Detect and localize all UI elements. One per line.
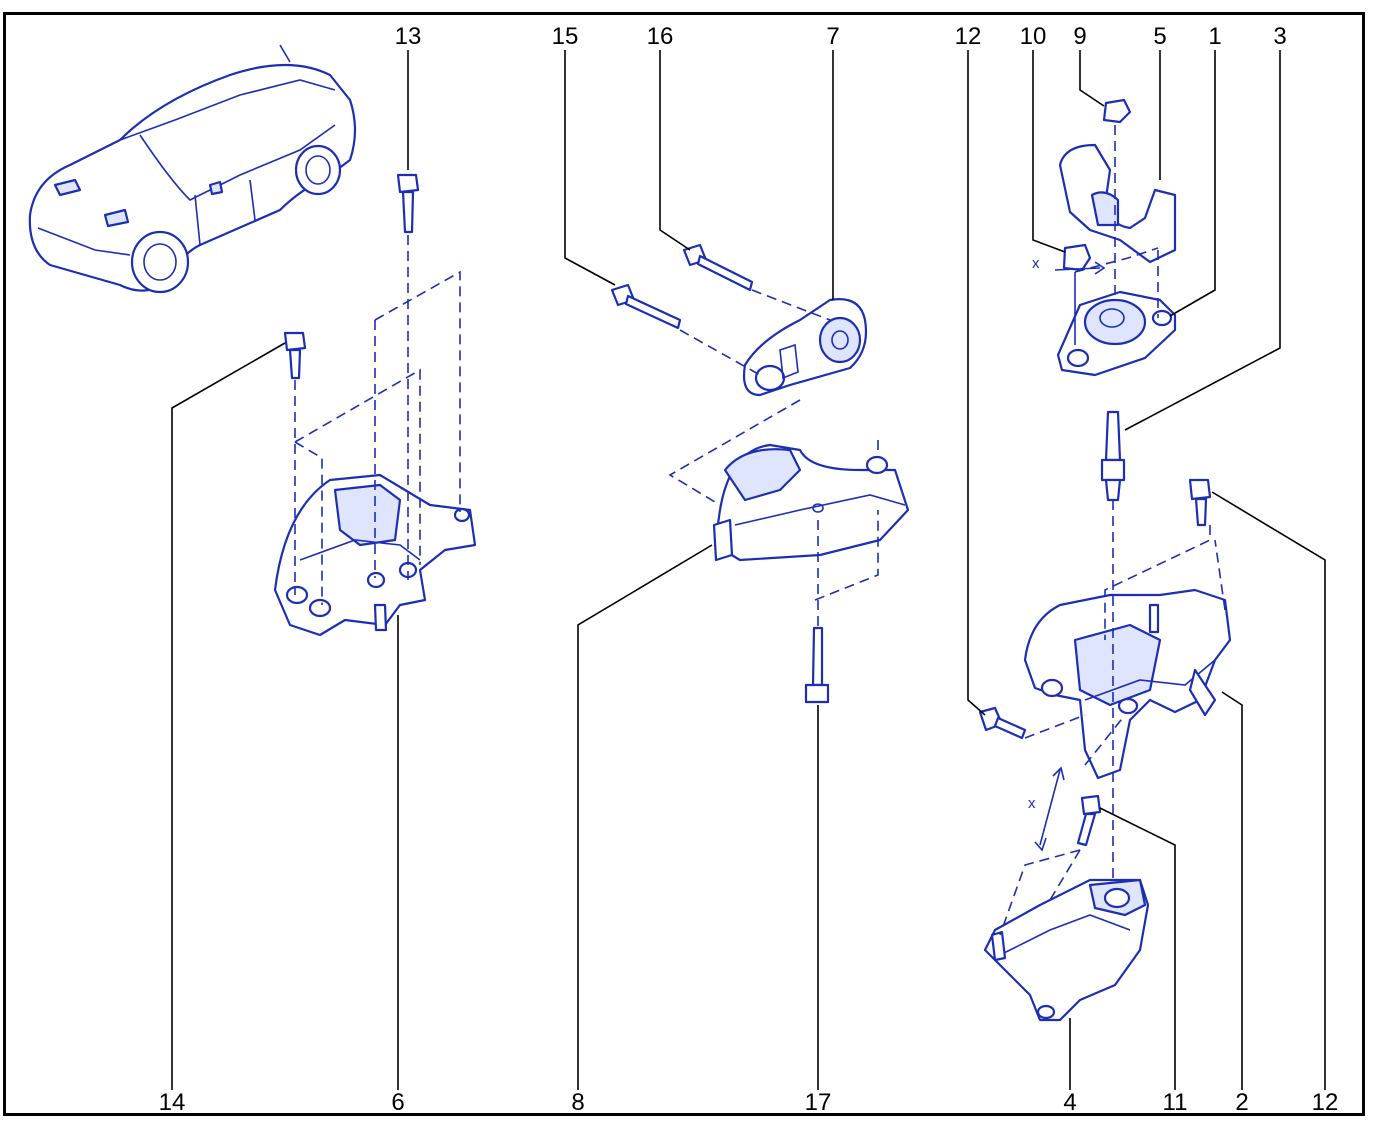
callout-15: 15 xyxy=(552,23,579,50)
part-7-torque-rod xyxy=(742,298,868,397)
callout-1: 1 xyxy=(1208,23,1221,50)
part-2-bracket xyxy=(1023,588,1232,780)
part-11-bolt xyxy=(1076,794,1102,847)
part-12-bolt-left xyxy=(978,706,1027,740)
callout-10: 10 xyxy=(1020,23,1047,50)
part-6-mount-assembly xyxy=(273,473,477,637)
part-2-dashed-guides xyxy=(1024,500,1226,890)
part-14-bolt xyxy=(283,331,307,380)
part-3-stud xyxy=(1100,410,1126,502)
dimension-x-label-top: x xyxy=(1032,255,1040,272)
part-4-dashed-guides xyxy=(999,849,1081,936)
vehicle-illustration xyxy=(28,44,357,294)
callout-17: 17 xyxy=(805,1089,832,1116)
callout-3: 3 xyxy=(1273,23,1286,50)
callout-8: 8 xyxy=(571,1089,584,1116)
callout-2: 2 xyxy=(1235,1089,1248,1116)
part-4-bracket xyxy=(983,878,1150,1022)
callout-11: 11 xyxy=(1163,1089,1188,1116)
part-15-bolt xyxy=(610,283,682,330)
dimension-x-top: x xyxy=(1032,255,1106,345)
part-8-dashed-guides xyxy=(814,510,879,628)
part-1-mount xyxy=(1056,290,1177,377)
callout-9: 9 xyxy=(1073,23,1086,50)
dimension-x-label-bottom: x xyxy=(1028,795,1036,812)
callout-14: 14 xyxy=(159,1089,186,1116)
assembly-6-dashed-guides xyxy=(294,235,461,605)
callout-13: 13 xyxy=(395,23,422,50)
callout-5: 5 xyxy=(1153,23,1166,50)
diagram-frame xyxy=(3,12,1365,1116)
callout-12-top: 12 xyxy=(955,23,982,50)
leader-lines xyxy=(171,50,1326,1090)
part-13-bolt xyxy=(396,173,420,234)
part-10-nut xyxy=(1062,243,1092,272)
part-5-buffer xyxy=(1058,143,1177,264)
part-16-bolt xyxy=(682,243,754,292)
upper-right-dashed-guides xyxy=(1074,125,1159,318)
part-17-bolt xyxy=(804,626,830,704)
callout-7: 7 xyxy=(826,23,839,50)
callout-12-bottom: 12 xyxy=(1312,1089,1339,1116)
dimension-x-bottom: x xyxy=(1028,766,1065,852)
part-9-nut xyxy=(1102,98,1132,124)
callout-4: 4 xyxy=(1063,1089,1076,1116)
part-8-bracket xyxy=(712,443,910,562)
callout-6: 6 xyxy=(391,1089,404,1116)
part-12-bolt-right xyxy=(1188,478,1212,527)
callout-numbers: 13 15 16 7 12 10 9 5 1 3 14 6 8 17 4 11 … xyxy=(159,23,1339,1116)
callout-16: 16 xyxy=(647,23,674,50)
